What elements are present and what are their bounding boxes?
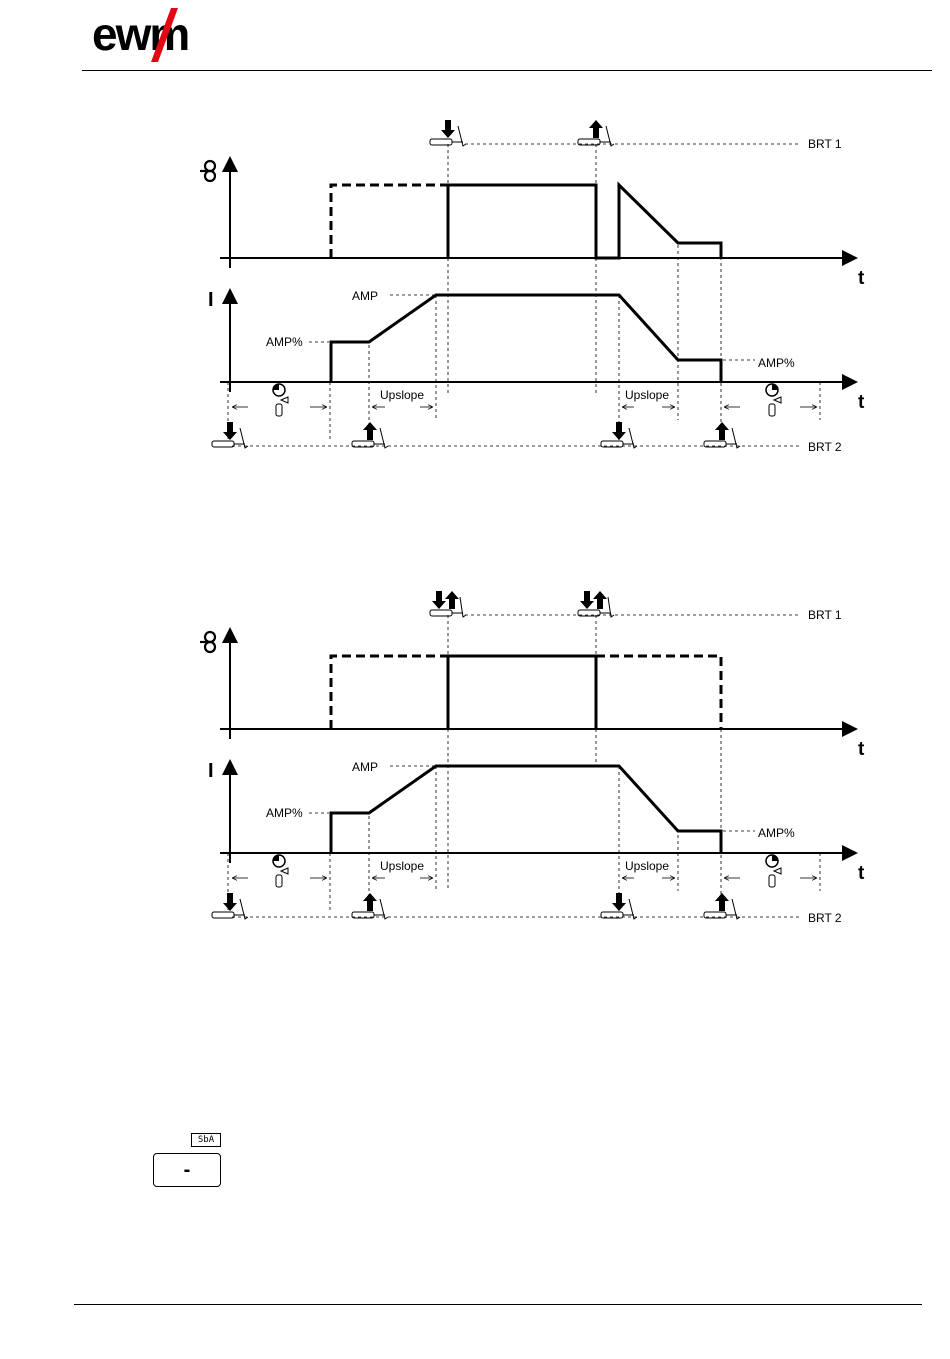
torch-trigger-press-icon xyxy=(212,422,248,448)
gas-postflow-timer-icon xyxy=(766,855,781,887)
footer-rule xyxy=(74,1304,922,1305)
amp-label: AMP xyxy=(352,289,378,303)
minus-key-button[interactable]: - xyxy=(153,1153,221,1187)
gas-postflow-dashed-line xyxy=(596,656,721,729)
current-time-axis-label: t xyxy=(858,863,865,884)
current-signal-line xyxy=(331,295,721,382)
gas-time-axis-label: t xyxy=(858,739,865,760)
current-axis-symbol: I xyxy=(208,760,214,782)
torch-trigger-tap-icon xyxy=(430,591,466,617)
gas-preflow-dashed-line xyxy=(331,185,448,258)
minus-key-widget: SbA - xyxy=(150,1128,230,1192)
torch-trigger-press-icon xyxy=(601,422,637,448)
gas-preflow-timer-icon xyxy=(273,855,288,887)
torch-trigger-press-icon xyxy=(601,893,637,919)
upslope-label-1: Upslope xyxy=(380,859,424,873)
current-time-axis-label: t xyxy=(858,392,865,413)
torch-trigger-tap-icon xyxy=(578,591,614,617)
upslope-label-2: Upslope xyxy=(625,859,669,873)
upslope-label-1: Upslope xyxy=(380,388,424,402)
torch-trigger-release-icon xyxy=(352,893,388,919)
gas-postflow-timer-icon xyxy=(766,384,781,416)
upslope-label-2: Upslope xyxy=(625,388,669,402)
torch-trigger-release-icon xyxy=(704,422,740,448)
amp-end-label: AMP% xyxy=(758,356,795,370)
brt1-label: BRT 1 xyxy=(808,608,842,622)
header-rule xyxy=(82,70,932,71)
amp-start-label: AMP% xyxy=(266,335,303,349)
timing-diagram-1: BRT 1 t t I AMP xyxy=(0,100,950,480)
timing-diagram-2: BRT 1 t t I xyxy=(0,571,950,951)
current-signal-line xyxy=(331,766,721,853)
brt2-label: BRT 2 xyxy=(808,440,842,454)
torch-trigger-release-icon xyxy=(352,422,388,448)
torch-trigger-press-icon xyxy=(430,120,466,146)
gas-valve-icon xyxy=(200,632,215,652)
torch-trigger-release-icon xyxy=(704,893,740,919)
amp-end-label: AMP% xyxy=(758,826,795,840)
gas-signal-line xyxy=(448,656,596,729)
gas-time-axis-label: t xyxy=(858,268,865,289)
gas-preflow-dashed-line xyxy=(331,656,448,729)
gas-valve-icon xyxy=(200,161,215,181)
amp-start-label: AMP% xyxy=(266,806,303,820)
amp-label: AMP xyxy=(352,760,378,774)
gas-preflow-timer-icon xyxy=(273,384,288,416)
ewm-logo: ewm xyxy=(92,6,222,62)
brt2-label: BRT 2 xyxy=(808,911,842,925)
current-axis-symbol: I xyxy=(208,289,214,311)
brt1-label: BRT 1 xyxy=(808,137,842,151)
key-display-readout: SbA xyxy=(191,1133,221,1147)
gas-signal-line xyxy=(448,185,721,258)
torch-trigger-press-icon xyxy=(212,893,248,919)
torch-trigger-release-icon xyxy=(578,120,614,146)
